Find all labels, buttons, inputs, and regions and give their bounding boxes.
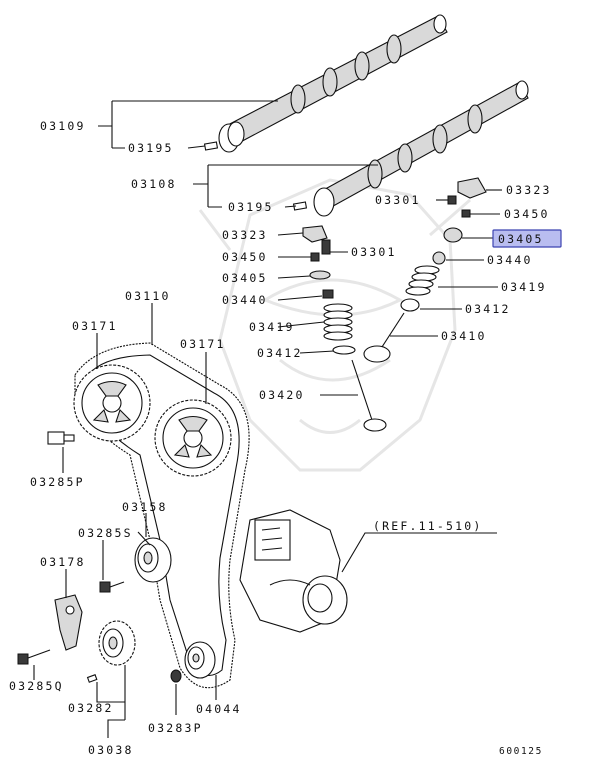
label-03285s[interactable]: 03285S (78, 526, 133, 540)
nut-03450-right[interactable] (461, 209, 471, 218)
label-03412-left[interactable]: 03412 (257, 346, 303, 360)
ref-label[interactable]: (REF.11-510) (373, 519, 482, 533)
label-03405-right-highlighted[interactable]: 03405 (498, 232, 544, 246)
bolt-03283p[interactable] (170, 669, 182, 683)
part-labels: 03109 03195 03108 03195 03301 03323 0345… (9, 119, 562, 757)
label-03323-right[interactable]: 03323 (506, 183, 552, 197)
camshaft-upper[interactable] (218, 14, 448, 153)
cam-sprocket-right[interactable] (154, 399, 232, 477)
label-03440-right[interactable]: 03440 (487, 253, 533, 267)
label-03450-right[interactable]: 03450 (504, 207, 550, 221)
seat-03412-left[interactable] (332, 345, 356, 355)
label-03323-left[interactable]: 03323 (222, 228, 268, 242)
label-04044[interactable]: 04044 (196, 702, 242, 716)
label-03420[interactable]: 03420 (259, 388, 305, 402)
idler-pulley-04044[interactable] (184, 641, 216, 679)
label-03285p[interactable]: 03285P (30, 475, 85, 489)
spring-03419-left[interactable] (323, 303, 353, 341)
retainer-03405-left[interactable] (309, 270, 331, 280)
label-03440-left[interactable]: 03440 (222, 293, 268, 307)
label-03195-upper[interactable]: 03195 (128, 141, 174, 155)
label-03301-right[interactable]: 03301 (375, 193, 421, 207)
crank-sprocket-03038[interactable] (98, 620, 136, 666)
nut-03450-left[interactable] (310, 252, 320, 262)
leader-lines (33, 100, 502, 738)
label-03283p[interactable]: 03283P (148, 721, 203, 735)
label-03412-right[interactable]: 03412 (465, 302, 511, 316)
diagram-code: 600125 (499, 746, 543, 757)
highlight-03405 (492, 229, 562, 248)
camshaft-lower[interactable] (313, 80, 529, 217)
label-03410[interactable]: 03410 (441, 329, 487, 343)
spring-03419-right[interactable] (405, 265, 440, 296)
label-03285q[interactable]: 03285Q (9, 679, 64, 693)
label-03171-right[interactable]: 03171 (180, 337, 226, 351)
timing-belt-03110[interactable] (74, 342, 250, 689)
label-03171-left[interactable]: 03171 (72, 319, 118, 333)
valve-03420[interactable] (351, 359, 387, 432)
rocker-arm-left[interactable] (302, 225, 328, 243)
pin-03195-lower[interactable] (292, 201, 308, 211)
label-03301-left[interactable]: 03301 (351, 245, 397, 259)
label-03450-left[interactable]: 03450 (222, 250, 268, 264)
label-03109[interactable]: 03109 (40, 119, 86, 133)
key-03282[interactable] (86, 674, 98, 683)
bolt-03285q[interactable] (17, 649, 51, 665)
label-03110[interactable]: 03110 (125, 289, 171, 303)
retainer-03405-right[interactable] (443, 227, 463, 243)
bolt-03285s[interactable] (99, 581, 125, 593)
valve-03410[interactable] (363, 312, 405, 363)
bolt-03285p[interactable] (47, 431, 75, 445)
label-03195-lower[interactable]: 03195 (228, 200, 274, 214)
label-03405-left[interactable]: 03405 (222, 271, 268, 285)
label-03178[interactable]: 03178 (40, 555, 86, 569)
adjuster-03301-right[interactable] (447, 195, 457, 205)
label-03282[interactable]: 03282 (68, 701, 114, 715)
label-03419-right[interactable]: 03419 (501, 280, 547, 294)
seal-03440-left[interactable] (322, 289, 334, 299)
seal-03440-right[interactable] (432, 251, 446, 265)
watermark-emblem (198, 178, 471, 472)
label-03038[interactable]: 03038 (88, 743, 134, 757)
seat-03412-right[interactable] (400, 298, 420, 312)
tensioner-03178[interactable] (54, 594, 83, 651)
engine-reference-sketch (239, 509, 348, 633)
label-03419-left[interactable]: 03419 (249, 320, 295, 334)
tensioner-pulley-03158[interactable] (134, 537, 172, 583)
adjuster-03301-left[interactable] (321, 239, 331, 255)
rocker-arm-right[interactable] (457, 177, 487, 199)
pin-03195-upper[interactable] (203, 141, 219, 151)
label-03158[interactable]: 03158 (122, 500, 168, 514)
label-03108[interactable]: 03108 (131, 177, 177, 191)
cam-sprocket-left[interactable] (73, 364, 151, 442)
